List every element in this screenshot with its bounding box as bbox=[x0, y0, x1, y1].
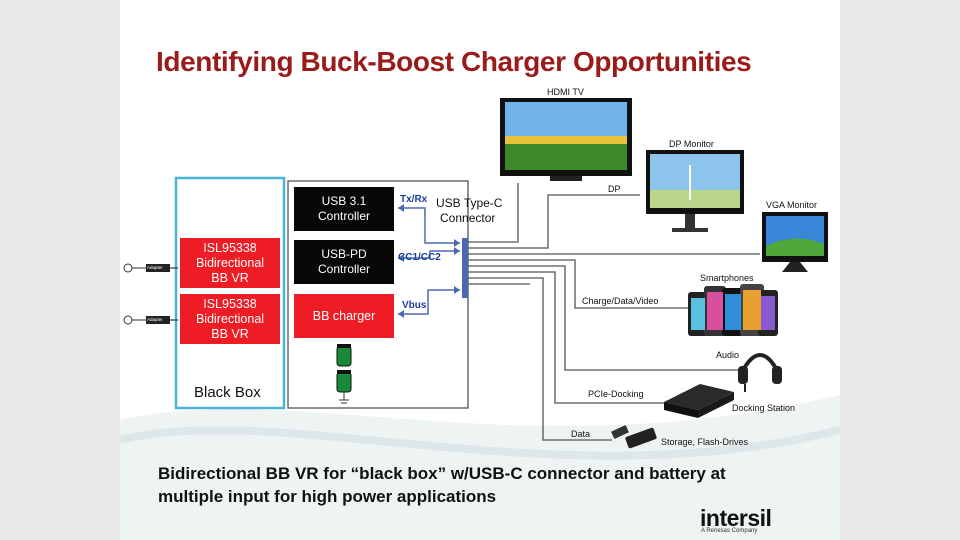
bb-charger-label: BB charger bbox=[312, 308, 376, 323]
regulator-1-line-1: ISL95338 bbox=[203, 240, 257, 255]
black-box-label: Black Box bbox=[194, 384, 261, 401]
regulator-1-line-2: Bidirectional bbox=[195, 255, 265, 270]
logo-subtitle: A Renesas Company bbox=[701, 528, 758, 534]
black-box-border bbox=[174, 176, 286, 410]
regulator-2-line-1: ISL95338 bbox=[203, 296, 257, 311]
data-label: Data bbox=[571, 429, 591, 439]
vga-monitor-icon bbox=[762, 212, 828, 272]
regulator-2-line-3: BB VR bbox=[211, 326, 249, 341]
usb31-controller-block: USB 3.1 Controller bbox=[294, 187, 394, 231]
usbpd-line-2: Controller bbox=[317, 262, 371, 276]
regulator-1-line-3: BB VR bbox=[211, 270, 249, 285]
audio-label: Audio bbox=[716, 350, 740, 360]
dp-label: DP bbox=[608, 184, 621, 194]
hdmi-tv-label: HDMI TV bbox=[547, 87, 584, 97]
charge-data-video-label: Charge/Data/Video bbox=[582, 296, 659, 306]
page-title: Identifying Buck-Boost Charger Opportuni… bbox=[156, 46, 752, 77]
dp-monitor-icon bbox=[646, 150, 744, 232]
regulator-block-2: ISL95338 Bidirectional BB VR bbox=[180, 294, 280, 344]
usb31-line-1: USB 3.1 bbox=[321, 194, 367, 208]
slide-caption: Bidirectional BB VR for “black box” w/US… bbox=[158, 464, 726, 506]
pcie-docking-label: PCIe-Docking bbox=[588, 389, 644, 399]
smartphones-icon bbox=[688, 284, 778, 336]
vbus-label: Vbus bbox=[402, 300, 427, 311]
docking-station-icon bbox=[664, 384, 734, 418]
headphones-icon bbox=[738, 353, 782, 392]
vga-monitor-label: VGA Monitor bbox=[766, 200, 818, 210]
adapter-label-1: Adapter bbox=[147, 265, 163, 270]
battery-icon bbox=[336, 344, 352, 404]
intersil-logo: intersil bbox=[700, 505, 772, 531]
cc-label: CC1/CC2 bbox=[398, 252, 441, 263]
adapter-plug-icon bbox=[123, 263, 170, 273]
regulator-2-line-2: Bidirectional bbox=[195, 311, 265, 326]
connector-label-1: USB Type-C bbox=[436, 196, 503, 210]
usbpd-controller-block: USB-PD Controller bbox=[294, 240, 394, 284]
hdmi-tv-icon bbox=[500, 98, 632, 181]
txrx-label: Tx/Rx bbox=[400, 194, 428, 205]
dp-monitor-label: DP Monitor bbox=[669, 139, 714, 149]
usb31-line-2: Controller bbox=[317, 209, 371, 223]
regulator-block-1: ISL95338 Bidirectional BB VR bbox=[180, 238, 280, 288]
usbpd-line-1: USB-PD bbox=[321, 247, 367, 261]
connector-label-2: Connector bbox=[440, 211, 496, 225]
type-c-connector-bar bbox=[462, 238, 468, 298]
flash-drive-icon bbox=[611, 424, 657, 449]
bb-charger-block: BB charger bbox=[294, 294, 394, 338]
docking-station-label: Docking Station bbox=[732, 403, 796, 413]
smartphones-label: Smartphones bbox=[700, 273, 754, 283]
storage-label: Storage, Flash-Drives bbox=[661, 437, 749, 447]
adapter-label-2: Adapter bbox=[147, 317, 163, 322]
adapter-plug-icon bbox=[123, 315, 170, 325]
